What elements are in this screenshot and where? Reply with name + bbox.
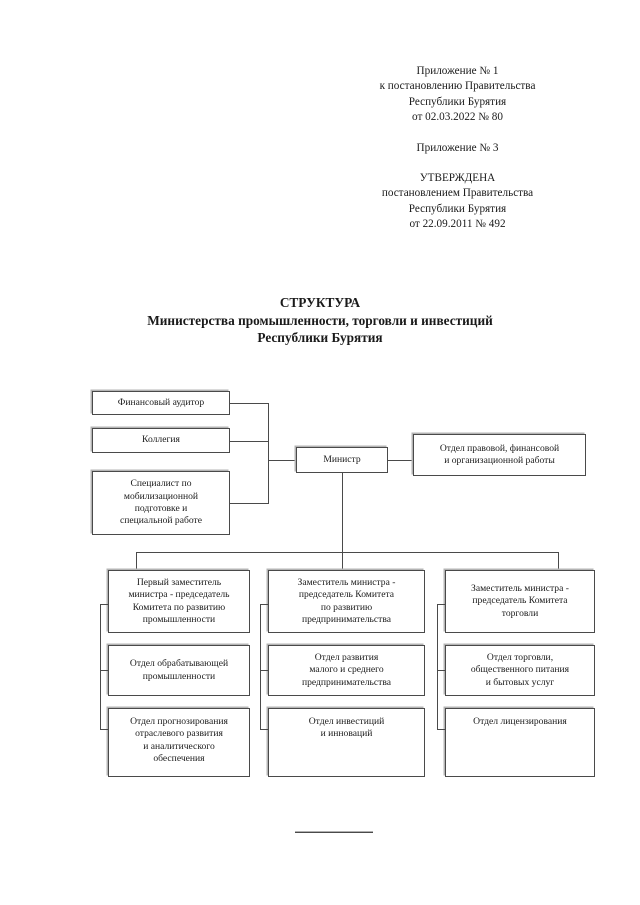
header-line-3: Республики Бурятия — [408, 95, 507, 108]
connector-col3-bus — [437, 604, 438, 729]
node-collegium-label: Коллегия — [142, 434, 180, 446]
connector-col1-stub-deputy — [100, 604, 108, 605]
page-title-line-1: СТРУКТУРА — [279, 295, 361, 310]
header-appendix-3: Приложение № 3 — [416, 141, 499, 154]
node-collegium: Коллегия — [92, 428, 230, 453]
node-financial-auditor: Финансовый аудитор — [92, 391, 230, 415]
header-line-5: постановлением Правительства — [381, 187, 534, 200]
header-line-1: Приложение № 1 — [416, 65, 499, 77]
node-deputy-1-dept-1: Отдел обрабатывающей промышленности — [108, 645, 250, 696]
connector-col2-bus — [260, 604, 261, 729]
connector-col3-stub-dept2 — [437, 729, 445, 730]
node-deputy-1-dept-2: Отдел прогнозирования отраслевого развит… — [108, 708, 250, 777]
header-line-2: к постановлению Правительства — [379, 80, 536, 93]
node-deputy-1-dept-2-label: Отдел прогнозирования отраслевого развит… — [130, 716, 228, 765]
node-minister-label: Министр — [323, 453, 361, 465]
node-deputy-2: Заместитель министра - председатель Коми… — [268, 570, 425, 633]
connector-col1-bus — [100, 604, 101, 729]
connector-col1-stub-dept1 — [100, 670, 108, 671]
node-deputy-3-label: Заместитель министра - председатель Коми… — [471, 582, 569, 619]
connector-drop-deputy3 — [558, 552, 559, 570]
node-deputy-2-dept-1-label: Отдел развития малого и среднего предпри… — [301, 651, 392, 688]
header-approved-label: УТВЕРЖДЕНА — [419, 172, 496, 185]
connector-col3-stub-deputy — [437, 604, 445, 605]
node-mobilization-specialist: Специалист по мобилизационной подготовке… — [92, 471, 230, 535]
appendix-header: Приложение № 1 к постановлению Правитель… — [330, 64, 585, 233]
connector-col2-stub-dept2 — [260, 729, 268, 730]
header-line-7: от 22.09.2011 № 492 — [409, 218, 506, 231]
connector-specialist-stub — [230, 503, 268, 504]
connector-col3-stub-dept1 — [437, 670, 445, 671]
node-deputy-3: Заместитель министра - председатель Коми… — [445, 570, 595, 633]
connector-left-bus — [268, 403, 269, 504]
header-line-6: Республики Бурятия — [408, 202, 507, 215]
connector-minister-drop — [342, 473, 343, 552]
node-deputy-3-dept-2: Отдел лицензирования — [445, 708, 595, 777]
connector-deputy-bus — [136, 552, 558, 553]
node-legal-finance-dept: Отдел правовой, финансовой и организацио… — [413, 434, 586, 476]
footer-divider — [295, 832, 373, 833]
connector-col2-stub-dept1 — [260, 670, 268, 671]
connector-drop-deputy2 — [342, 552, 343, 570]
node-deputy-1-label: Первый заместитель министра - председате… — [128, 576, 230, 625]
connector-drop-deputy1 — [136, 552, 137, 570]
connector-auditor-stub — [230, 403, 268, 404]
node-deputy-3-dept-2-label: Отдел лицензирования — [473, 716, 567, 727]
connector-leftbus-to-minister — [268, 460, 296, 461]
node-legal-finance-dept-label: Отдел правовой, финансовой и организацио… — [439, 442, 560, 466]
connector-collegium-stub — [230, 441, 268, 442]
connector-col1-stub-dept2 — [100, 729, 108, 730]
node-deputy-1: Первый заместитель министра - председате… — [108, 570, 250, 633]
node-financial-auditor-label: Финансовый аудитор — [117, 396, 205, 408]
connector-col2-stub-deputy — [260, 604, 268, 605]
node-deputy-2-dept-2-label: Отдел инвестиций и инноваций — [308, 716, 385, 740]
connector-minister-to-legal-dept — [388, 460, 413, 461]
node-deputy-2-dept-1: Отдел развития малого и среднего предпри… — [268, 645, 425, 696]
node-deputy-3-dept-1-label: Отдел торговли, общественного питания и … — [470, 651, 570, 688]
page-title-line-2: Министерства промышленности, торговли и … — [147, 312, 493, 328]
node-deputy-2-dept-2: Отдел инвестиций и инноваций — [268, 708, 425, 777]
node-deputy-3-dept-1: Отдел торговли, общественного питания и … — [445, 645, 595, 696]
node-deputy-1-dept-1-label: Отдел обрабатывающей промышленности — [129, 658, 229, 682]
page-title-line-3: Республики Бурятия — [257, 330, 383, 345]
node-minister: Министр — [296, 447, 388, 473]
header-line-4: от 02.03.2022 № 80 — [412, 111, 503, 124]
node-deputy-2-label: Заместитель министра - председатель Коми… — [297, 576, 396, 625]
page-title: СТРУКТУРА Министерства промышленности, т… — [0, 294, 640, 347]
node-mobilization-specialist-label: Специалист по мобилизационной подготовке… — [120, 478, 202, 527]
